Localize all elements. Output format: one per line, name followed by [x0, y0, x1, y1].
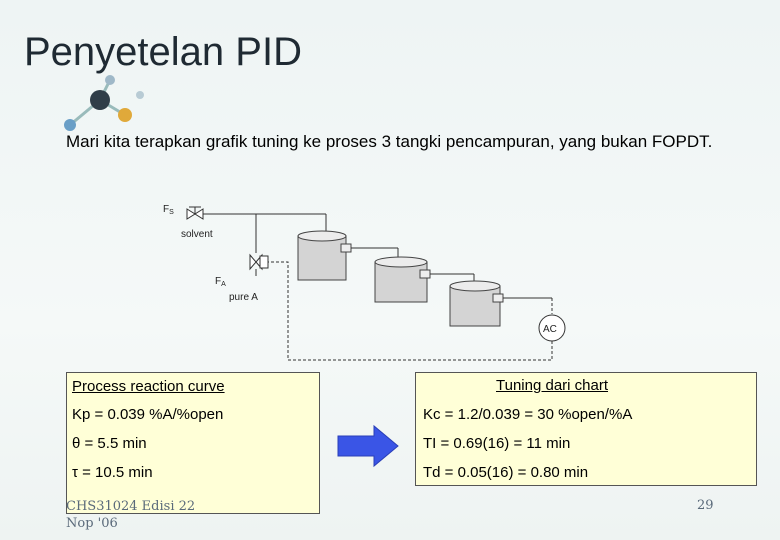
solvent-label: solvent	[181, 229, 213, 240]
analyzer-controller: AC	[538, 314, 566, 342]
tank-1	[297, 230, 352, 281]
footer-date: Nop '06	[66, 516, 118, 531]
svg-text:AC: AC	[543, 324, 557, 335]
ti-value: TI = 0.69(16) = 11 min	[423, 435, 571, 452]
mixing-tank-diagram: FS solvent FA pure A A	[163, 204, 566, 361]
kc-value: Kc = 1.2/0.039 = 30 %open/%A	[423, 406, 633, 423]
theta-value: θ = 5.5 min	[72, 435, 147, 452]
process-reaction-box: Process reaction curve Kp = 0.039 %A/%op…	[66, 372, 320, 514]
tuning-header: Tuning dari chart	[496, 377, 609, 394]
process-reaction-header: Process reaction curve	[72, 378, 225, 395]
molecule-decoration-icon	[64, 75, 144, 131]
tau-value: τ = 10.5 min	[72, 464, 153, 481]
footer-course: CHS31024 Edisi 22	[66, 499, 196, 514]
control-signal-line	[268, 261, 553, 361]
td-value: Td = 0.05(16) = 0.80 min	[423, 464, 589, 481]
pure-a-label: pure A	[229, 292, 258, 303]
kp-value: Kp = 0.039 %A/%open	[72, 406, 224, 423]
footer: CHS31024 Edisi 22 Nop '06	[66, 498, 195, 532]
fs-label: FS	[163, 204, 174, 216]
tank-2	[374, 256, 431, 303]
tuning-box: Tuning dari chart Kc = 1.2/0.039 = 30 %o…	[415, 372, 757, 486]
tank-3	[449, 280, 504, 327]
fa-label: FA	[215, 276, 226, 288]
solvent-valve-icon	[186, 206, 204, 220]
page-number: 29	[697, 498, 714, 513]
control-valve-icon	[249, 253, 269, 271]
slide-title: Penyetelan PID	[24, 30, 302, 74]
right-arrow-icon	[337, 424, 399, 468]
intro-text: Mari kita terapkan grafik tuning ke pros…	[66, 132, 713, 151]
